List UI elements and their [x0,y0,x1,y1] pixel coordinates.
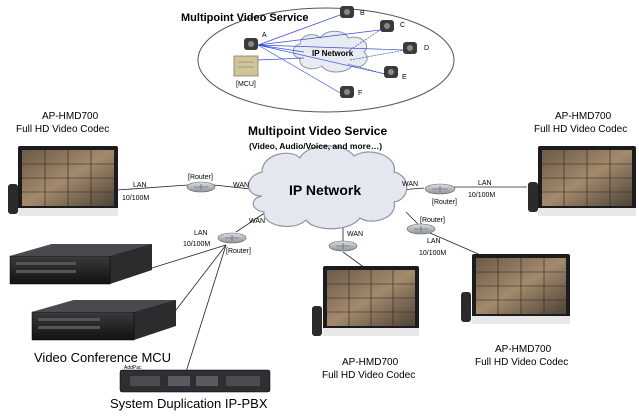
codec-name-left: AP-HMD700 [42,111,99,122]
wan-label-left: WAN [233,182,249,189]
wan-label-right: WAN [402,181,418,188]
inset-label-f: F [358,90,362,97]
inset-mcu-icon [233,55,259,77]
inset-label-e: E [402,74,407,81]
codec-name-bottom-right: AP-HMD700 [495,344,552,355]
codec-display-left [8,146,118,216]
codec-name-right: AP-HMD700 [555,111,612,122]
speed-label-bottom-right: 10/100M [419,250,446,257]
speed-label-right: 10/100M [468,192,495,199]
router-label-left: [Router] [188,174,213,181]
codec-name-center: AP-HMD700 [342,357,399,368]
inset-camera-f [340,86,354,98]
mcu-server-top [9,244,152,285]
ip-network-cloud: IP Network [247,145,408,230]
inset-camera-c [380,20,394,32]
inset-label-c: C [400,22,405,29]
codec-desc-right: Full HD Video Codec [534,124,627,135]
inset-cloud-icon [292,30,368,73]
main-title: Multipoint Video Service [248,124,387,138]
inset-overview: Multipoint Video Service IP Network A [181,6,455,113]
codec-display-center [312,266,419,336]
inset-label-d: D [424,45,429,52]
inset-camera-d [403,42,417,54]
main-subtitle: (Video, Audio/Voice, and more…) [249,141,382,151]
mcu-server-bottom [31,300,176,341]
cloud-icon [247,145,408,230]
router-left [186,181,216,193]
cloud-label: IP Network [289,182,361,198]
inset-links [257,14,406,95]
pbx-brand: AddPac [124,365,142,371]
speed-label-bottom-left: 10/100M [183,241,210,248]
codec-desc-bottom-right: Full HD Video Codec [475,357,568,368]
mcu-label: Video Conference MCU [34,350,171,365]
inset-camera-b [340,6,354,18]
lan-label-right: LAN [478,180,492,187]
router-label-bottom-left: [Router] [226,248,251,255]
lan-label-left: LAN [133,182,147,189]
inset-title: Multipoint Video Service [181,12,309,24]
router-right [424,183,456,195]
codec-desc-center: Full HD Video Codec [322,370,415,381]
router-label-right: [Router] [432,199,457,206]
inset-camera-e [384,66,398,78]
speed-label-left: 10/100M [122,195,149,202]
inset-camera-a [244,38,258,50]
inset-label-a: A [262,32,267,39]
inset-network-label: IP Network [312,49,354,58]
codec-display-right [528,146,636,216]
router-bottom-right [406,223,436,235]
ip-pbx-device [119,369,271,393]
codec-desc-left: Full HD Video Codec [16,124,109,135]
pbx-label: System Duplication IP-PBX [110,396,268,411]
inset-label-b: B [360,10,365,17]
wan-label-bottom-left: WAN [249,218,265,225]
wan-label-center: WAN [347,231,363,238]
router-center [328,240,358,252]
router-bottom-left [217,232,247,244]
codec-display-bottom-right [461,254,570,324]
inset-mcu-label: [MCU] [236,81,256,88]
router-label-bottom-right: [Router] [420,217,445,224]
lan-label-bottom-left: LAN [194,230,208,237]
lan-label-bottom-right: LAN [427,238,441,245]
